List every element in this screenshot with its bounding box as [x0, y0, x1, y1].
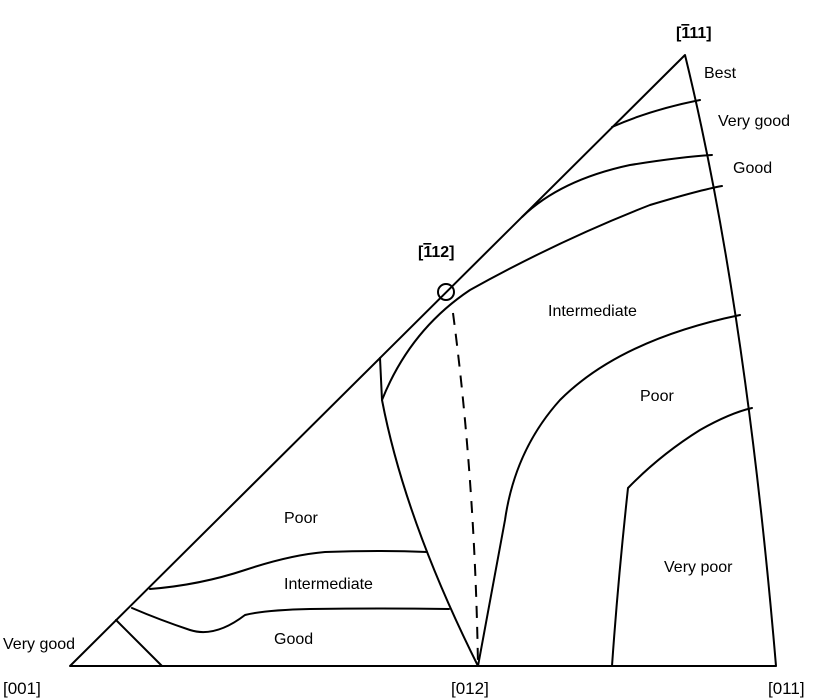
pole-112-marker	[437, 283, 455, 301]
region-label-good-right: Good	[733, 160, 772, 177]
central-boundary	[379, 357, 479, 667]
region-label-good-left: Good	[274, 631, 313, 648]
region-label-very-good-right: Very good	[718, 113, 790, 130]
region-label-poor-left: Poor	[284, 510, 318, 527]
contour-intermediate-poor	[477, 314, 741, 667]
contour-left-poor-intermediate	[149, 550, 428, 590]
pole-label-011: [011]	[768, 679, 805, 698]
contour-left-intermediate-good	[131, 607, 450, 634]
dashed-great-circle	[452, 312, 479, 667]
region-label-intermediate-right: Intermediate	[548, 303, 637, 320]
contour-verygood-good	[521, 154, 713, 218]
region-label-best: Best	[704, 65, 737, 82]
pole-label-012: [012]	[451, 679, 489, 698]
pole-label-001: [001]	[3, 679, 41, 698]
region-label-intermediate-left: Intermediate	[284, 576, 373, 593]
region-label-very-poor: Very poor	[664, 559, 733, 576]
contour-best-verygood	[611, 99, 701, 128]
region-label-poor-right: Poor	[640, 388, 674, 405]
pole-label-112: [112]	[418, 244, 454, 261]
pole-label-111: [111]	[676, 25, 712, 42]
contour-poor-verypoor	[611, 407, 753, 667]
region-label-very-good-left: Very good	[3, 636, 75, 653]
contour-left-good-verygood	[115, 619, 163, 667]
triangle-boundary	[69, 54, 777, 667]
contour-good-intermediate	[381, 185, 723, 401]
